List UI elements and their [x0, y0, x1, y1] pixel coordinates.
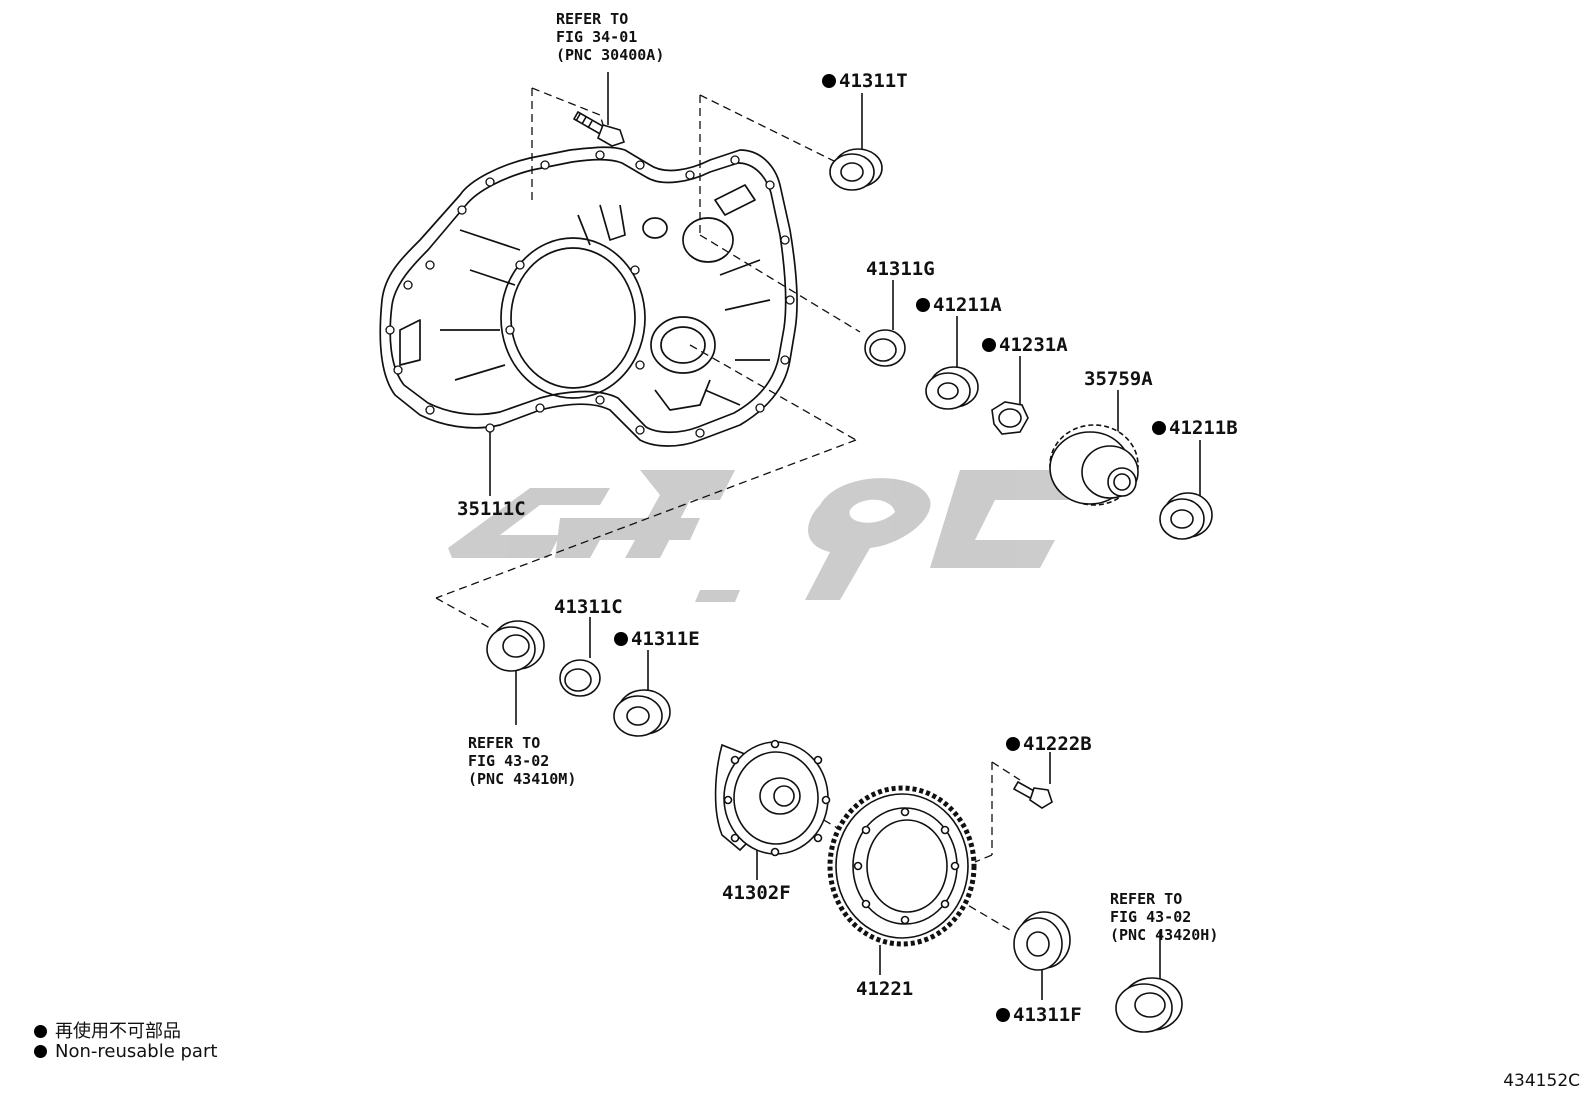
seal-43410M-drawing: [486, 620, 545, 672]
reference-line: REFER TO: [1110, 890, 1183, 908]
part-label-41302F[interactable]: 41302F: [722, 882, 791, 904]
reference-line: FIG 43-02: [1110, 908, 1192, 926]
nut-41231A-drawing: [991, 401, 1029, 435]
legend-line-english: Non-reusable part: [34, 1041, 217, 1062]
part-label-41211A[interactable]: 41211A: [916, 294, 1002, 316]
non-reusable-marker-icon: [34, 1045, 47, 1058]
non-reusable-marker-icon: [1006, 737, 1020, 751]
ring-41311G-drawing: [864, 329, 906, 367]
part-label-41311C[interactable]: 41311C: [554, 596, 623, 618]
housing-bolt-drawing: [572, 110, 626, 147]
reference-line: (PNC 43410M): [468, 770, 577, 788]
non-reusable-marker-icon: [1152, 421, 1166, 435]
bearing-41311E-drawing: [613, 689, 671, 737]
differential-case-41302F-drawing: [714, 739, 831, 857]
reference-line: (PNC 43420H): [1110, 926, 1219, 944]
part-label-35111C[interactable]: 35111C: [457, 498, 526, 520]
watermark-logo: [448, 470, 1095, 602]
part-label-41311E[interactable]: 41311E: [614, 628, 700, 650]
non-reusable-marker-icon: [996, 1008, 1010, 1022]
gear-35759A-drawing: [1049, 424, 1139, 506]
reference-line: FIG 43-02: [468, 752, 550, 770]
bolt-41222B-drawing: [1012, 780, 1053, 809]
reference-note-left: REFER TO FIG 43-02 (PNC 43410M): [468, 734, 576, 788]
reference-line: REFER TO: [556, 10, 629, 28]
part-label-41221[interactable]: 41221: [856, 978, 914, 1000]
part-label-41311T[interactable]: 41311T: [822, 70, 908, 92]
ring-41311C-drawing: [559, 659, 601, 697]
bearing-41311F-drawing: [1013, 911, 1071, 971]
reference-note-top: REFER TO FIG 34-01 (PNC 30400A): [556, 10, 664, 64]
seal-43420H-drawing: [1115, 977, 1183, 1033]
ring-gear-41221-drawing: [827, 785, 977, 947]
part-label-41311F[interactable]: 41311F: [996, 1004, 1082, 1026]
figure-code: 434152C: [1503, 1071, 1580, 1091]
non-reusable-marker-icon: [916, 298, 930, 312]
reference-line: REFER TO: [468, 734, 541, 752]
legend-line-japanese: 再使用不可部品: [34, 1017, 181, 1043]
part-label-41311G[interactable]: 41311G: [866, 258, 935, 280]
non-reusable-marker-icon: [34, 1025, 47, 1038]
part-label-35759A[interactable]: 35759A: [1084, 368, 1153, 390]
transaxle-housing-drawing: [379, 146, 798, 447]
reference-line: (PNC 30400A): [556, 46, 665, 64]
part-label-41211B[interactable]: 41211B: [1152, 417, 1238, 439]
non-reusable-marker-icon: [982, 338, 996, 352]
non-reusable-marker-icon: [822, 74, 836, 88]
reference-line: FIG 34-01: [556, 28, 638, 46]
bearing-41211A-drawing: [925, 366, 979, 410]
reference-note-right: REFER TO FIG 43-02 (PNC 43420H): [1110, 890, 1218, 944]
part-label-41222B[interactable]: 41222B: [1006, 733, 1092, 755]
part-label-41231A[interactable]: 41231A: [982, 334, 1068, 356]
bearing-41211B-drawing: [1159, 492, 1213, 540]
bearing-41311T-drawing: [829, 148, 883, 191]
dashed-guide-lines: [435, 87, 1021, 931]
non-reusable-marker-icon: [614, 632, 628, 646]
leader-lines: [489, 72, 1201, 1000]
